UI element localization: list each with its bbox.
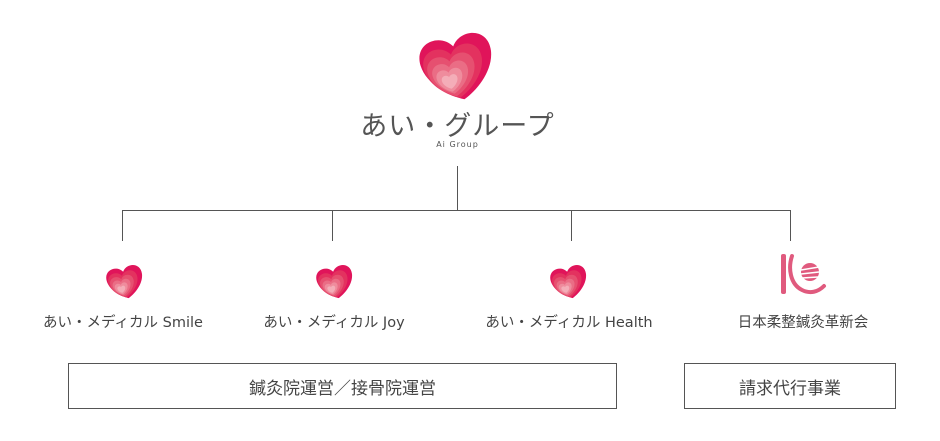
heart-logo-icon xyxy=(415,30,499,102)
heart-logo-icon xyxy=(104,263,146,300)
group-box-billing-agency: 請求代行事業 xyxy=(684,363,896,409)
connector-line xyxy=(122,210,791,211)
heart-logo-icon xyxy=(548,263,590,300)
child-label-smile: あい・メディカル Smile xyxy=(43,315,203,331)
child-label-kakushinkai: 日本柔整鍼灸革新会 xyxy=(737,315,869,331)
group-box-clinic-operations: 鍼灸院運営／接骨院運営 xyxy=(68,363,617,409)
connector-line xyxy=(457,166,458,210)
group-label: 請求代行事業 xyxy=(739,378,841,399)
connector-line xyxy=(790,210,791,241)
child-label-health: あい・メディカル Health xyxy=(485,315,653,331)
group-label: 鍼灸院運営／接骨院運営 xyxy=(249,378,436,399)
connector-line xyxy=(571,210,572,241)
root-subtitle: Ai Group xyxy=(436,140,479,149)
k-circle-logo-icon xyxy=(781,254,826,295)
root-title: あい・グループ xyxy=(360,111,555,142)
heart-logo-icon xyxy=(314,263,356,300)
connector-line xyxy=(332,210,333,241)
child-label-joy: あい・メディカル Joy xyxy=(263,315,405,331)
connector-line xyxy=(122,210,123,241)
